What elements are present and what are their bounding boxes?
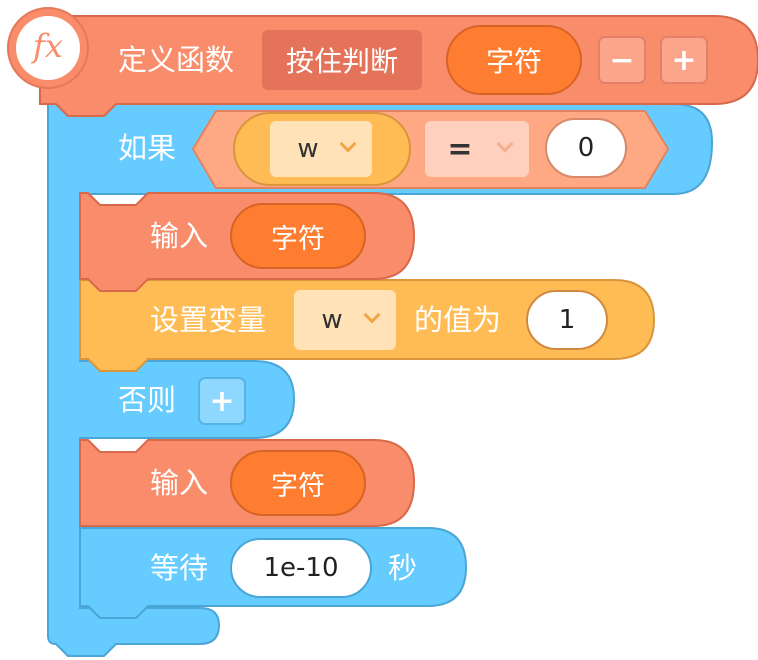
remove-param-button[interactable]: − [598, 36, 646, 84]
condition-value-input[interactable]: 0 [545, 118, 627, 178]
add-param-button[interactable]: + [660, 36, 708, 84]
set-variable-value-input[interactable]: 1 [526, 290, 608, 350]
else-label: 否则 [118, 383, 177, 417]
wait-label: 等待 [150, 551, 209, 585]
param-pill[interactable]: 字符 [446, 25, 582, 95]
input-1-param-pill[interactable]: 字符 [230, 203, 366, 269]
input-2-param-pill[interactable]: 字符 [230, 450, 366, 516]
set-variable-label: 设置变量 [150, 303, 267, 337]
chevron-down-icon [363, 306, 381, 324]
set-variable-value: w [321, 305, 343, 335]
set-variable-dropdown[interactable]: w [294, 290, 396, 350]
add-else-branch-button[interactable]: + [198, 377, 246, 425]
input-2-label: 输入 [150, 466, 209, 500]
condition-var-value: w [297, 134, 319, 164]
wait-duration-input[interactable]: 1e-10 [230, 538, 372, 598]
condition-var-dropdown[interactable]: w [270, 121, 372, 177]
if-label: 如果 [118, 131, 177, 165]
chevron-down-icon [496, 135, 514, 153]
define-function-label: 定义函数 [118, 43, 235, 77]
fx-icon: fx [33, 27, 63, 65]
operator-value: = [447, 131, 473, 167]
operator-dropdown[interactable]: = [425, 121, 529, 177]
set-variable-suffix: 的值为 [414, 303, 502, 337]
function-name-field[interactable]: 按住判断 [262, 30, 422, 90]
chevron-down-icon [339, 135, 357, 153]
wait-unit-label: 秒 [388, 551, 418, 585]
input-1-label: 输入 [150, 219, 209, 253]
